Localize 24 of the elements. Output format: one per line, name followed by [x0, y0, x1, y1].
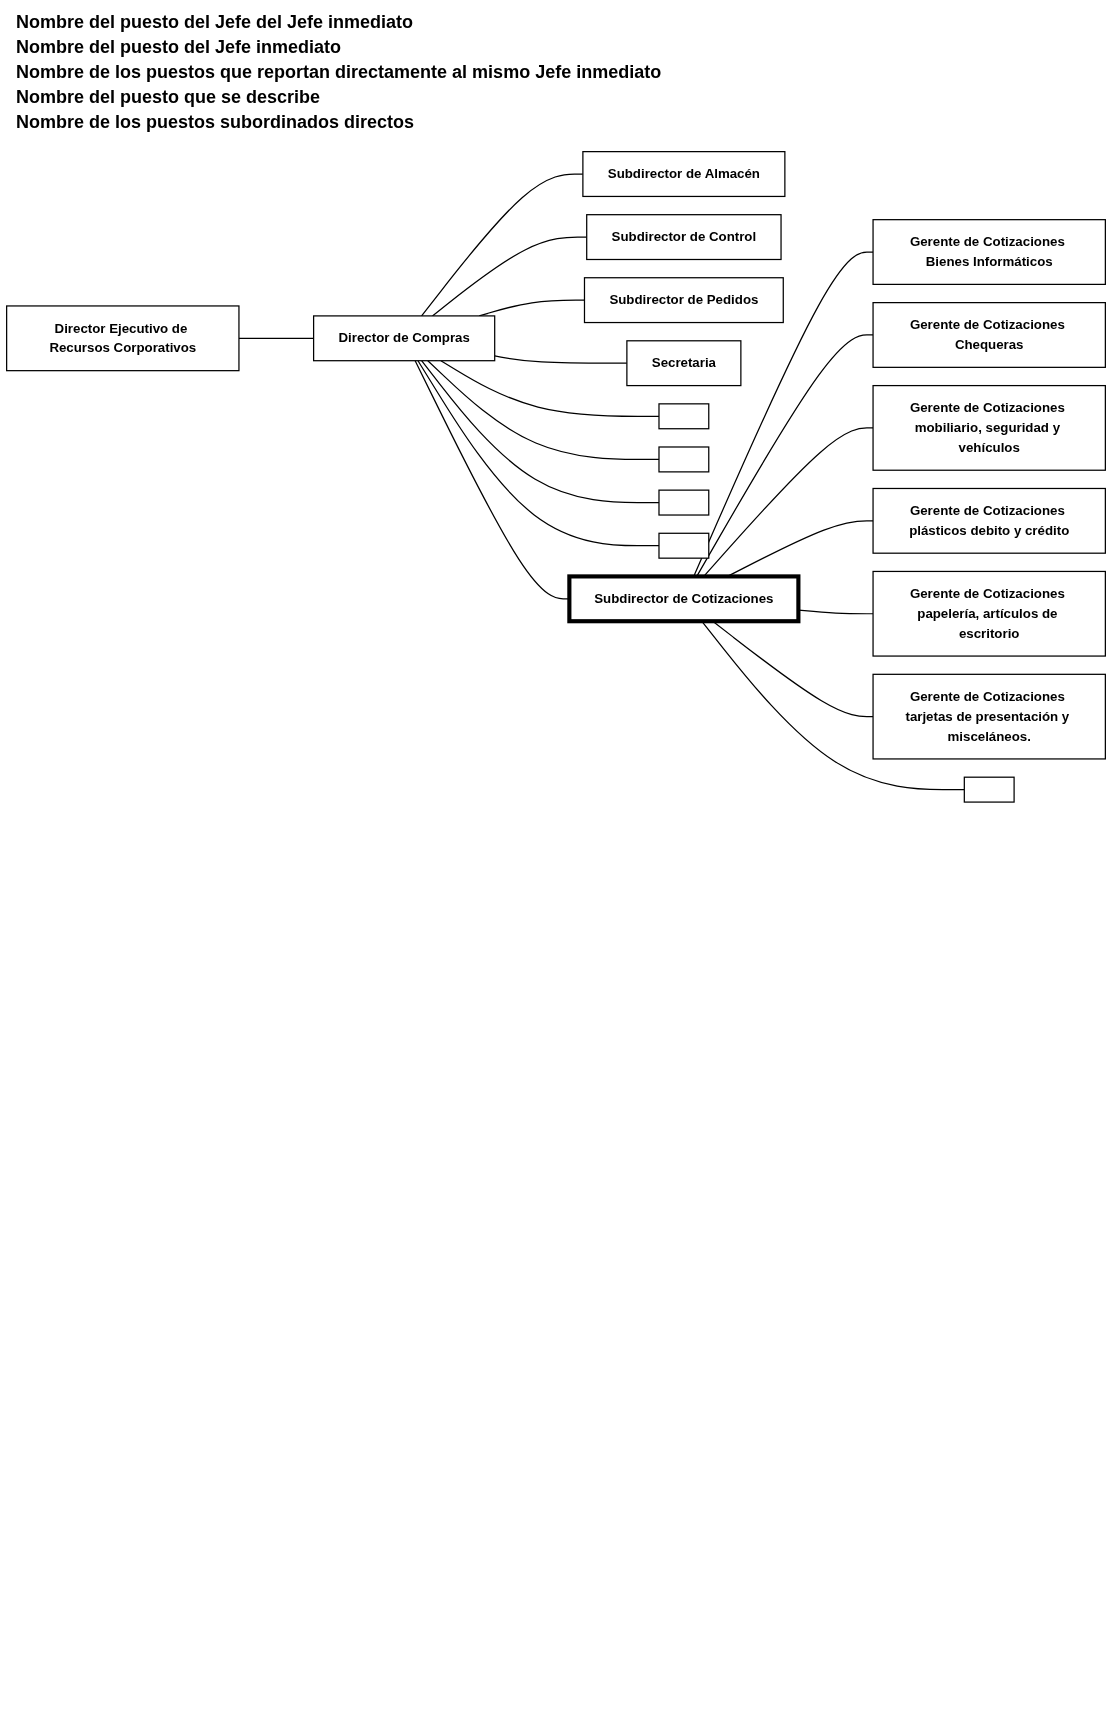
- note-text: Nombre del puesto que se describe: [16, 87, 322, 108]
- note-text: Nombre del puesto del Jefe inmediato: [16, 37, 343, 58]
- node-box: Gerente de Cotizaciones Bienes Informáticos: [872, 219, 1106, 285]
- node-box: Secretaria: [626, 340, 742, 387]
- node-box: [658, 446, 710, 473]
- note-text: Nombre de los puestos que reportan directamente al mismo Jefe inmediato: [16, 62, 663, 83]
- node-box: Subdirector de Almacén: [582, 151, 786, 198]
- node-box: [658, 403, 710, 430]
- node-box: Gerente de Cotizaciones plásticos debito y crédito: [872, 487, 1106, 554]
- node-box: Gerente de Cotizaciones mobiliario, seguridad y vehículos: [872, 385, 1106, 471]
- node-box: Director de Compras: [313, 315, 496, 362]
- node-box: Gerente de Cotizaciones papelería, artículos de escritorio: [872, 570, 1106, 657]
- note-text: Nombre del puesto del Jefe del Jefe inmediato: [16, 12, 415, 33]
- connector: [420, 173, 584, 317]
- note-text: Nombre de los puestos subordinados directos: [16, 112, 416, 133]
- node-box: Gerente de Cotizaciones Chequeras: [872, 302, 1106, 368]
- node-box: Gerente de Cotizaciones tarjetas de presentación y misceláneos.: [872, 673, 1106, 760]
- node-box: Subdirector de Control: [586, 214, 782, 261]
- node-box: [963, 776, 1015, 803]
- node-box: [658, 532, 710, 559]
- node-box: [658, 489, 710, 516]
- node-box: Subdirector de Cotizaciones: [567, 574, 801, 624]
- node-box: Director Ejecutivo de Recursos Corporativos: [6, 305, 240, 372]
- node-box: Subdirector de Pedidos: [583, 277, 784, 324]
